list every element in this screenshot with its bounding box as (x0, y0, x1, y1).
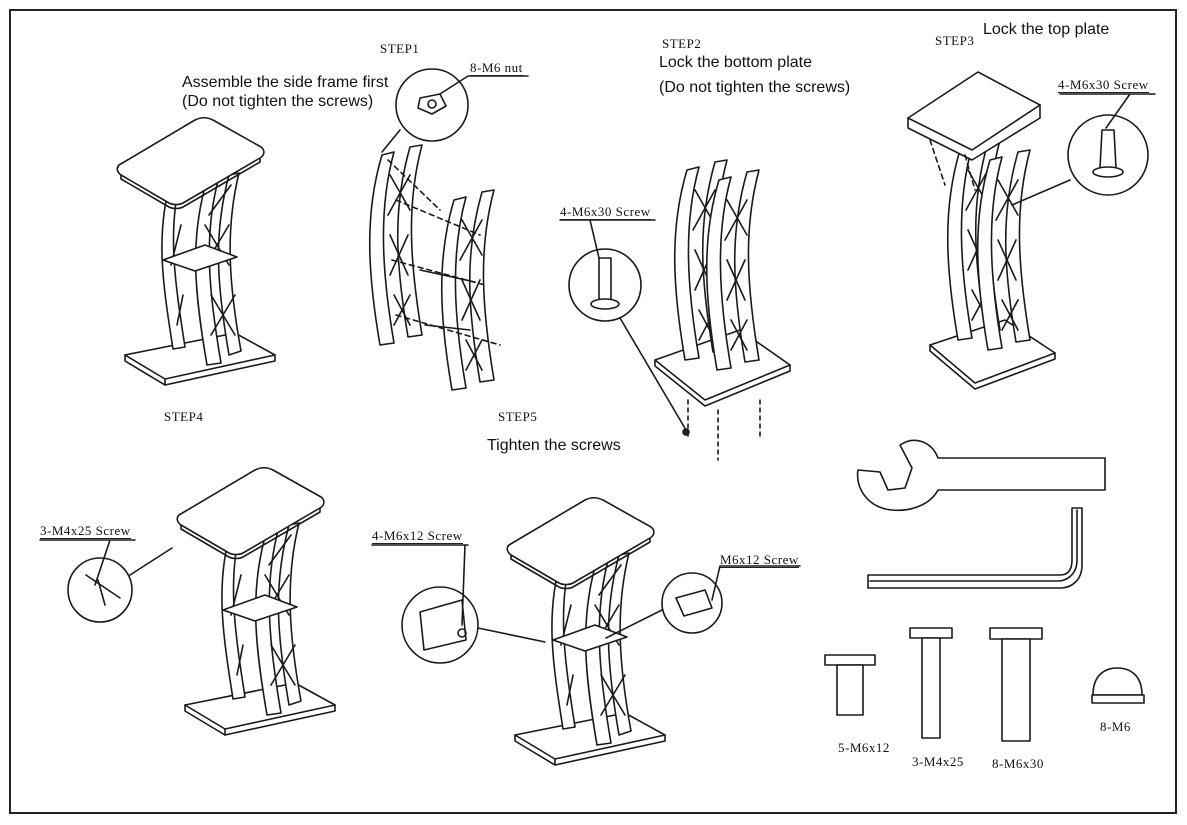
step3-label: STEP3 (935, 33, 975, 48)
part-label-long-screw: 8-M6x30 (992, 756, 1044, 771)
step3-assembly (930, 139, 1055, 389)
screw-detail-circle-step5-left (402, 587, 478, 663)
step1-side-frames-2 (440, 189, 495, 391)
step2-note-line1: Lock the bottom plate (659, 54, 812, 71)
step2-assembly (655, 159, 790, 406)
step1-label: STEP1 (380, 41, 420, 56)
hex-key-icon (868, 508, 1082, 588)
step3-callout: 4-M6x30 Screw (1058, 77, 1149, 93)
step1-note-line2: (Do not tighten the screws) (182, 93, 374, 110)
step5-callout-right: M6x12 Screw (720, 552, 799, 568)
step2-label: STEP2 (662, 36, 702, 51)
screw-detail-circle-step5-right (662, 573, 722, 633)
step4-callout: 3-M4x25 Screw (40, 523, 131, 539)
thin-screw-icon (910, 628, 952, 738)
part-label-thin-screw: 3-M4x25 (912, 754, 964, 769)
step5-note: Tighten the screws (487, 437, 621, 454)
part-label-cap-nut: 8-M6 (1100, 719, 1131, 734)
step2-note-line2: (Do not tighten the screws) (659, 79, 851, 96)
part-label-short-screw: 5-M6x12 (838, 740, 890, 755)
step1-callout: 8-M6 nut (470, 60, 523, 76)
step4-lower-podium (176, 466, 336, 736)
sheet-border (9, 9, 1177, 814)
step5-callout-left: 4-M6x12 Screw (372, 528, 463, 544)
step2-callout: 4-M6x30 Screw (560, 204, 651, 220)
step4-label: STEP4 (164, 409, 204, 424)
short-screw-icon (825, 655, 875, 715)
step5-label: STEP5 (498, 409, 538, 424)
step1-note-line1: Assemble the side frame first (182, 74, 389, 91)
step5-podium (506, 496, 666, 766)
long-screw-icon (990, 628, 1042, 741)
step3-note: Lock the top plate (983, 21, 1110, 38)
cap-nut-icon (1092, 668, 1144, 703)
open-wrench-icon (858, 440, 1105, 510)
step4-podium-drawing (116, 116, 276, 386)
